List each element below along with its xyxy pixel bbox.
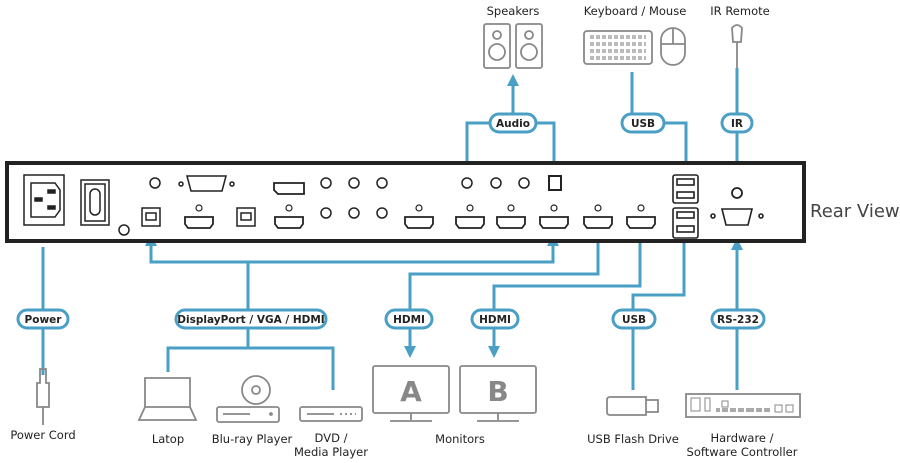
connection-lines <box>41 68 743 390</box>
vga-port <box>178 175 235 192</box>
svg-text:IR: IR <box>731 118 743 130</box>
dvd-label-line2: Media Player <box>294 445 368 459</box>
power-cord-label: Power Cord <box>10 428 75 442</box>
dvd-device: DVD / Media Player <box>294 406 368 459</box>
input-bus-line <box>149 246 555 264</box>
controller-icon <box>685 393 801 418</box>
pill-ir: IR <box>720 112 754 134</box>
controller-label-line1: Hardware / <box>710 431 773 445</box>
monitor-a-icon: A <box>372 365 450 422</box>
input-branch-line <box>166 346 335 390</box>
svg-text:USB: USB <box>631 118 655 130</box>
speakers-device: Speakers <box>483 4 543 69</box>
pill-power: Power <box>16 308 70 330</box>
bluray-device: Blu-ray Player <box>212 375 293 446</box>
controller-device: Hardware / Software Controller <box>685 393 801 459</box>
dvd-icon <box>299 406 363 422</box>
rca-jacks <box>320 177 530 219</box>
audio-jack <box>149 177 161 189</box>
hdmi-screws <box>195 204 645 212</box>
usb-b-port <box>141 207 256 227</box>
power-inlet <box>23 174 65 226</box>
keyboard-icon <box>583 30 653 65</box>
bluray-label: Blu-ray Player <box>212 432 293 446</box>
svg-text:USB: USB <box>622 314 646 326</box>
svg-text:RS-232: RS-232 <box>717 314 759 326</box>
connection-pills: Power DisplayPort / VGA / HDMI HDMI HDMI… <box>16 112 766 330</box>
hdmi-a-line <box>404 228 600 358</box>
svg-text:DisplayPort / VGA / HDMI: DisplayPort / VGA / HDMI <box>177 314 324 326</box>
usb-flash-icon <box>606 396 659 416</box>
hdmi-ports <box>184 216 656 229</box>
displayport-port <box>273 182 305 195</box>
monitor-b-icon: B <box>459 365 537 422</box>
monitors-label: Monitors <box>435 432 485 446</box>
laptop-icon <box>137 377 198 421</box>
dvd-label-line1: DVD / <box>315 431 348 445</box>
usb-flash-label: USB Flash Drive <box>587 432 679 446</box>
pill-dp-vga-hdmi: DisplayPort / VGA / HDMI <box>174 308 328 330</box>
speakers-icon <box>483 23 543 69</box>
bluray-icon <box>216 375 280 423</box>
power-cord-device: Power Cord <box>10 368 76 442</box>
monitor-a-letter: A <box>400 375 422 408</box>
mouse-icon <box>660 27 686 66</box>
svg-text:HDMI: HDMI <box>479 314 511 326</box>
ir-remote-label: IR Remote <box>710 4 769 18</box>
svg-text:Power: Power <box>25 314 63 326</box>
optical-port <box>548 175 562 191</box>
speakers-label: Speakers <box>487 4 540 18</box>
ir-remote-device: IR Remote <box>710 4 770 68</box>
keyboard-mouse-label: Keyboard / Mouse <box>584 4 687 18</box>
pill-rs232: RS-232 <box>710 308 766 330</box>
ir-jack <box>731 187 743 199</box>
pill-usb-bottom: USB <box>611 308 657 330</box>
monitors-device: A B Monitors <box>372 365 537 446</box>
usb-bottom-line <box>631 240 686 390</box>
pill-hdmi-b: HDMI <box>470 308 520 330</box>
pill-usb-top: USB <box>620 112 666 134</box>
panel-label: Rear View <box>810 201 900 222</box>
laptop-label: Latop <box>152 432 184 446</box>
ir-remote-icon <box>731 24 743 68</box>
power-switch <box>80 179 110 226</box>
power-cord-icon <box>36 368 50 425</box>
ground-screw <box>118 224 130 236</box>
svg-text:HDMI: HDMI <box>393 314 425 326</box>
svg-text:Audio: Audio <box>496 118 530 130</box>
pill-hdmi-a: HDMI <box>384 308 434 330</box>
pill-audio: Audio <box>488 112 538 134</box>
rear-panel: Rear View <box>5 161 900 243</box>
keyboard-mouse-device: Keyboard / Mouse <box>583 4 687 66</box>
rs232-port <box>710 208 764 226</box>
monitor-b-letter: B <box>487 375 508 408</box>
laptop-device: Latop <box>137 377 198 446</box>
usb-flash-device: USB Flash Drive <box>587 396 679 446</box>
usb-a-ports <box>672 174 699 239</box>
hdmi-b-line <box>488 228 642 358</box>
controller-label-line2: Software Controller <box>687 445 798 459</box>
